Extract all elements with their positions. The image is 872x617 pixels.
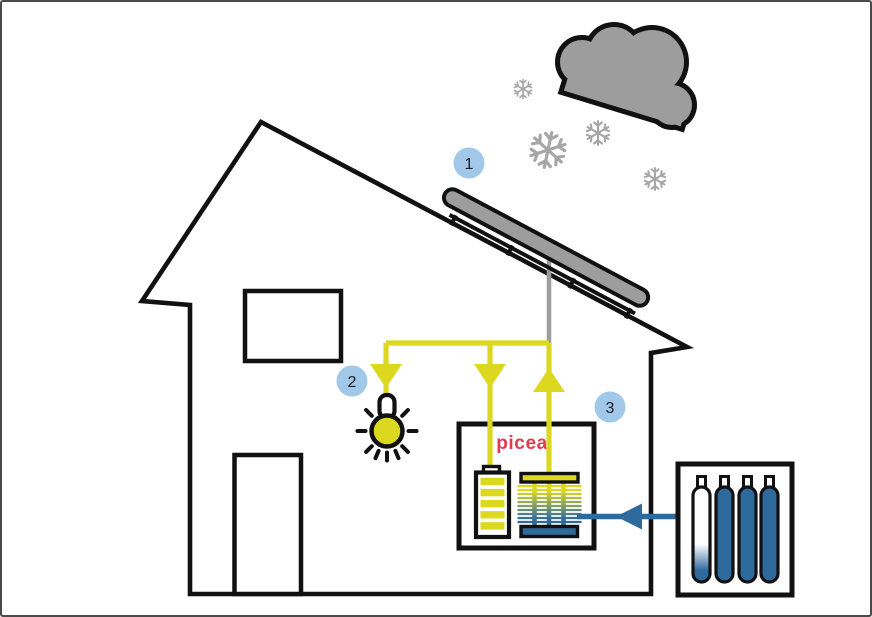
- battery-charge-bars: [480, 477, 505, 530]
- snowflake-icon: [524, 127, 572, 173]
- bulb-globe: [369, 413, 405, 449]
- callout-badge-2: 2: [336, 365, 368, 397]
- stack-columns: [532, 482, 566, 527]
- hydrogen-cylinder-icon: [737, 485, 758, 584]
- hydrogen-cylinder-icon: [691, 485, 712, 584]
- snowflake-icon: [584, 120, 612, 146]
- light-bulb-icon: [355, 392, 419, 463]
- badge-number: 3: [606, 400, 615, 417]
- panel-mount-posts: [449, 214, 633, 320]
- electrolyzer-stack-icon: [517, 471, 582, 539]
- bulb-rays: [355, 408, 419, 463]
- badge-number: 1: [465, 156, 474, 173]
- down-arrow-icon: [474, 364, 506, 388]
- solar-panel-icon: [441, 187, 651, 320]
- left-arrow-icon: [616, 503, 642, 530]
- snow-cloud-icon: [555, 22, 697, 133]
- picea-logo: picea: [496, 433, 548, 454]
- badge-number: 2: [348, 374, 357, 391]
- hydrogen-cylinder-icon: [759, 485, 780, 584]
- panel-mount-rail: [448, 213, 636, 316]
- panel-module: [441, 187, 651, 308]
- badge-circle: [453, 147, 485, 179]
- house: [137, 118, 695, 597]
- house-outline: [137, 118, 695, 597]
- callout-badge-3: 3: [594, 391, 626, 423]
- stack-bottom-plate: [519, 524, 580, 539]
- down-arrow-icon: [370, 364, 402, 388]
- up-arrow-icon: [533, 368, 565, 392]
- badge-circle: [594, 391, 626, 423]
- window: [242, 288, 344, 364]
- hydrogen-pipe: [577, 503, 681, 530]
- door: [232, 452, 304, 597]
- snowflake-icon: [642, 166, 668, 192]
- battery-icon: [473, 464, 512, 540]
- callout-badge-1: 1: [453, 147, 485, 179]
- hydrogen-cylinder-icon: [714, 485, 735, 584]
- badge-circle: [336, 365, 368, 397]
- stack-top-plate: [519, 471, 580, 484]
- hydrogen-storage: [675, 461, 795, 598]
- electricity-wires: [370, 340, 565, 475]
- snowflake-icon: [512, 78, 534, 100]
